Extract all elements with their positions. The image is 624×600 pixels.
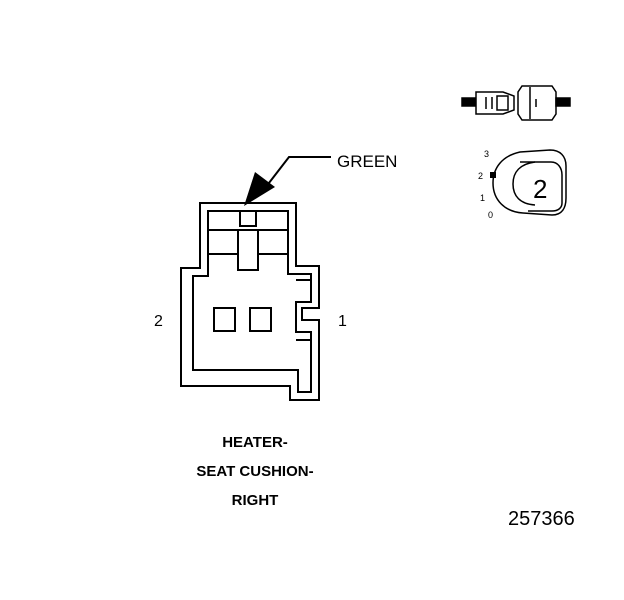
leader-line [244, 156, 331, 206]
title-line-2: SEAT CUSHION- [196, 463, 314, 480]
key-position-2: 2 [478, 171, 484, 181]
wire-color-label: GREEN [337, 152, 398, 171]
key-position-3: 3 [484, 149, 490, 159]
title-line-1: HEATER- [222, 434, 288, 451]
key-position-1: 1 [480, 193, 486, 203]
key-position-icon [490, 149, 567, 216]
figure-number: 257366 [508, 508, 575, 530]
connector-side-view-icon [461, 85, 571, 121]
key-position-0: 0 [488, 210, 494, 220]
pin-1-label: 1 [338, 313, 347, 330]
terminal-cavity-1 [249, 307, 272, 332]
connector-title: HEATER- SEAT CUSHION- RIGHT [150, 428, 360, 515]
connector-face [180, 202, 320, 401]
pin-2-label: 2 [154, 313, 163, 330]
title-line-3: RIGHT [231, 492, 279, 509]
key-selected-number: 2 [533, 174, 548, 204]
terminal-cavity-2 [213, 307, 236, 332]
